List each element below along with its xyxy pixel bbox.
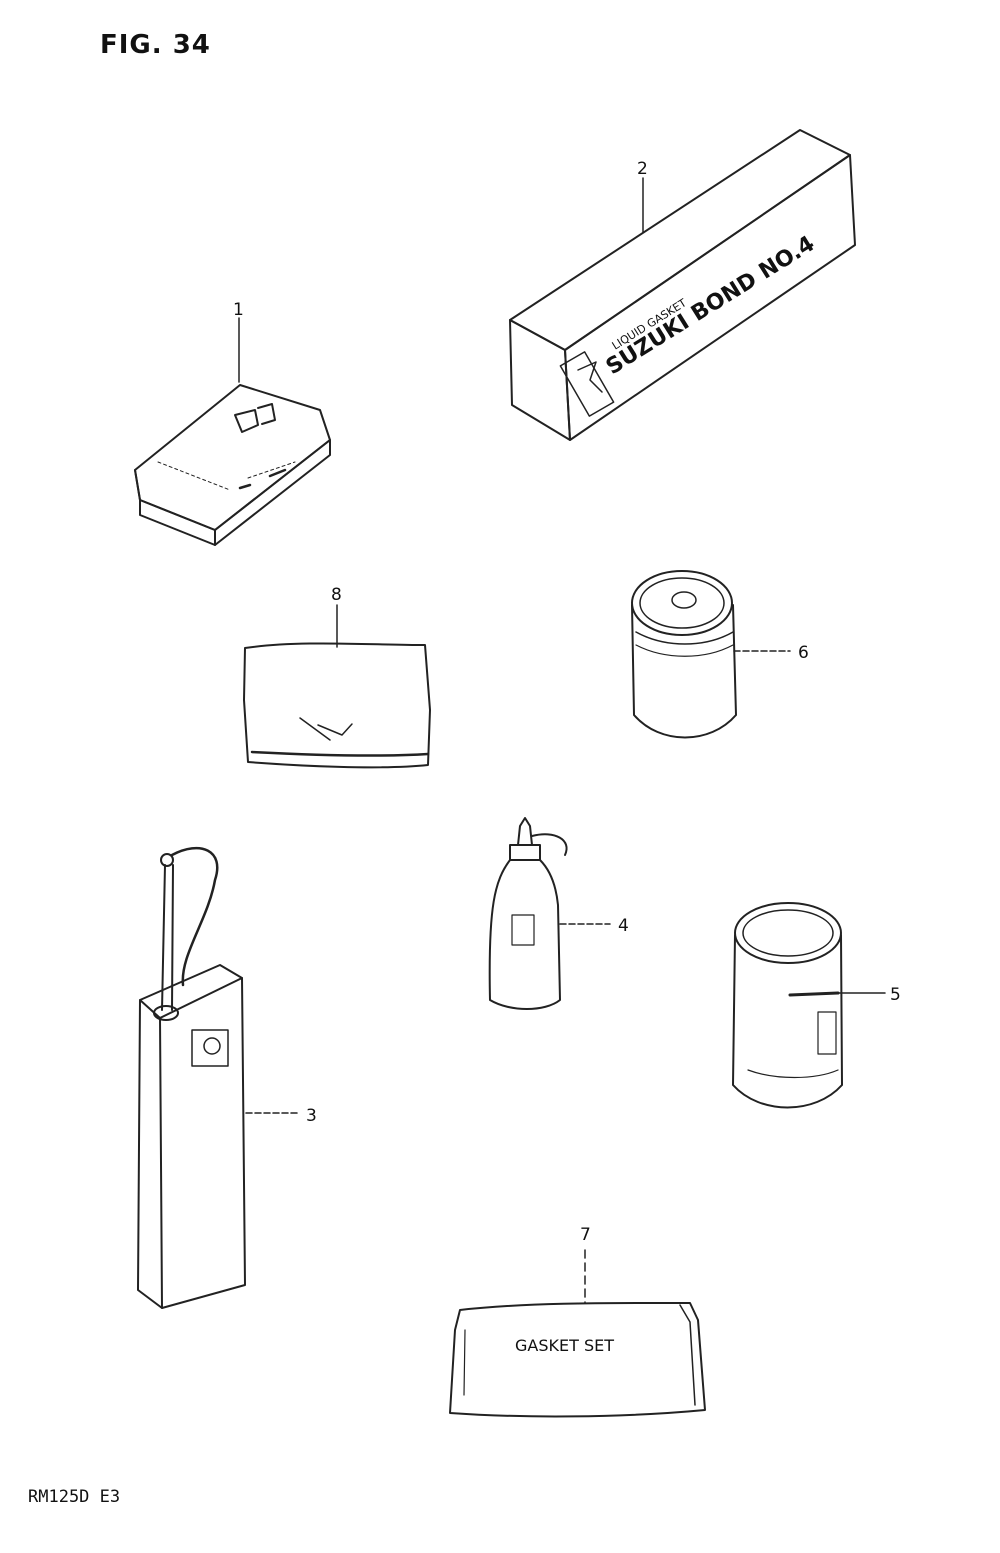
callout-7: 7 <box>580 1225 591 1245</box>
callout-3: 3 <box>306 1106 317 1126</box>
part-5-can <box>732 902 843 1109</box>
callout-2: 2 <box>637 159 648 179</box>
part-6-can <box>631 570 737 739</box>
part-1-package <box>134 384 331 546</box>
gasket-set-label: GASKET SET <box>515 1336 614 1355</box>
callout-4: 4 <box>618 916 629 936</box>
part-4-bottle <box>488 817 568 1010</box>
callout-5: 5 <box>890 985 901 1005</box>
part-7-gasket-set <box>449 1301 706 1418</box>
figure-title: FIG. 34 <box>100 30 211 60</box>
bond-label-main: SUZUKI BOND NO.4 <box>602 231 819 380</box>
part-2-bond-box <box>509 129 856 441</box>
footer-model-code: RM125D E3 <box>28 1487 121 1507</box>
callout-6: 6 <box>798 643 809 663</box>
part-3-oil-can <box>137 846 246 1309</box>
callout-1: 1 <box>233 300 244 320</box>
part-8-sheet <box>243 642 431 769</box>
callout-8: 8 <box>331 585 342 605</box>
